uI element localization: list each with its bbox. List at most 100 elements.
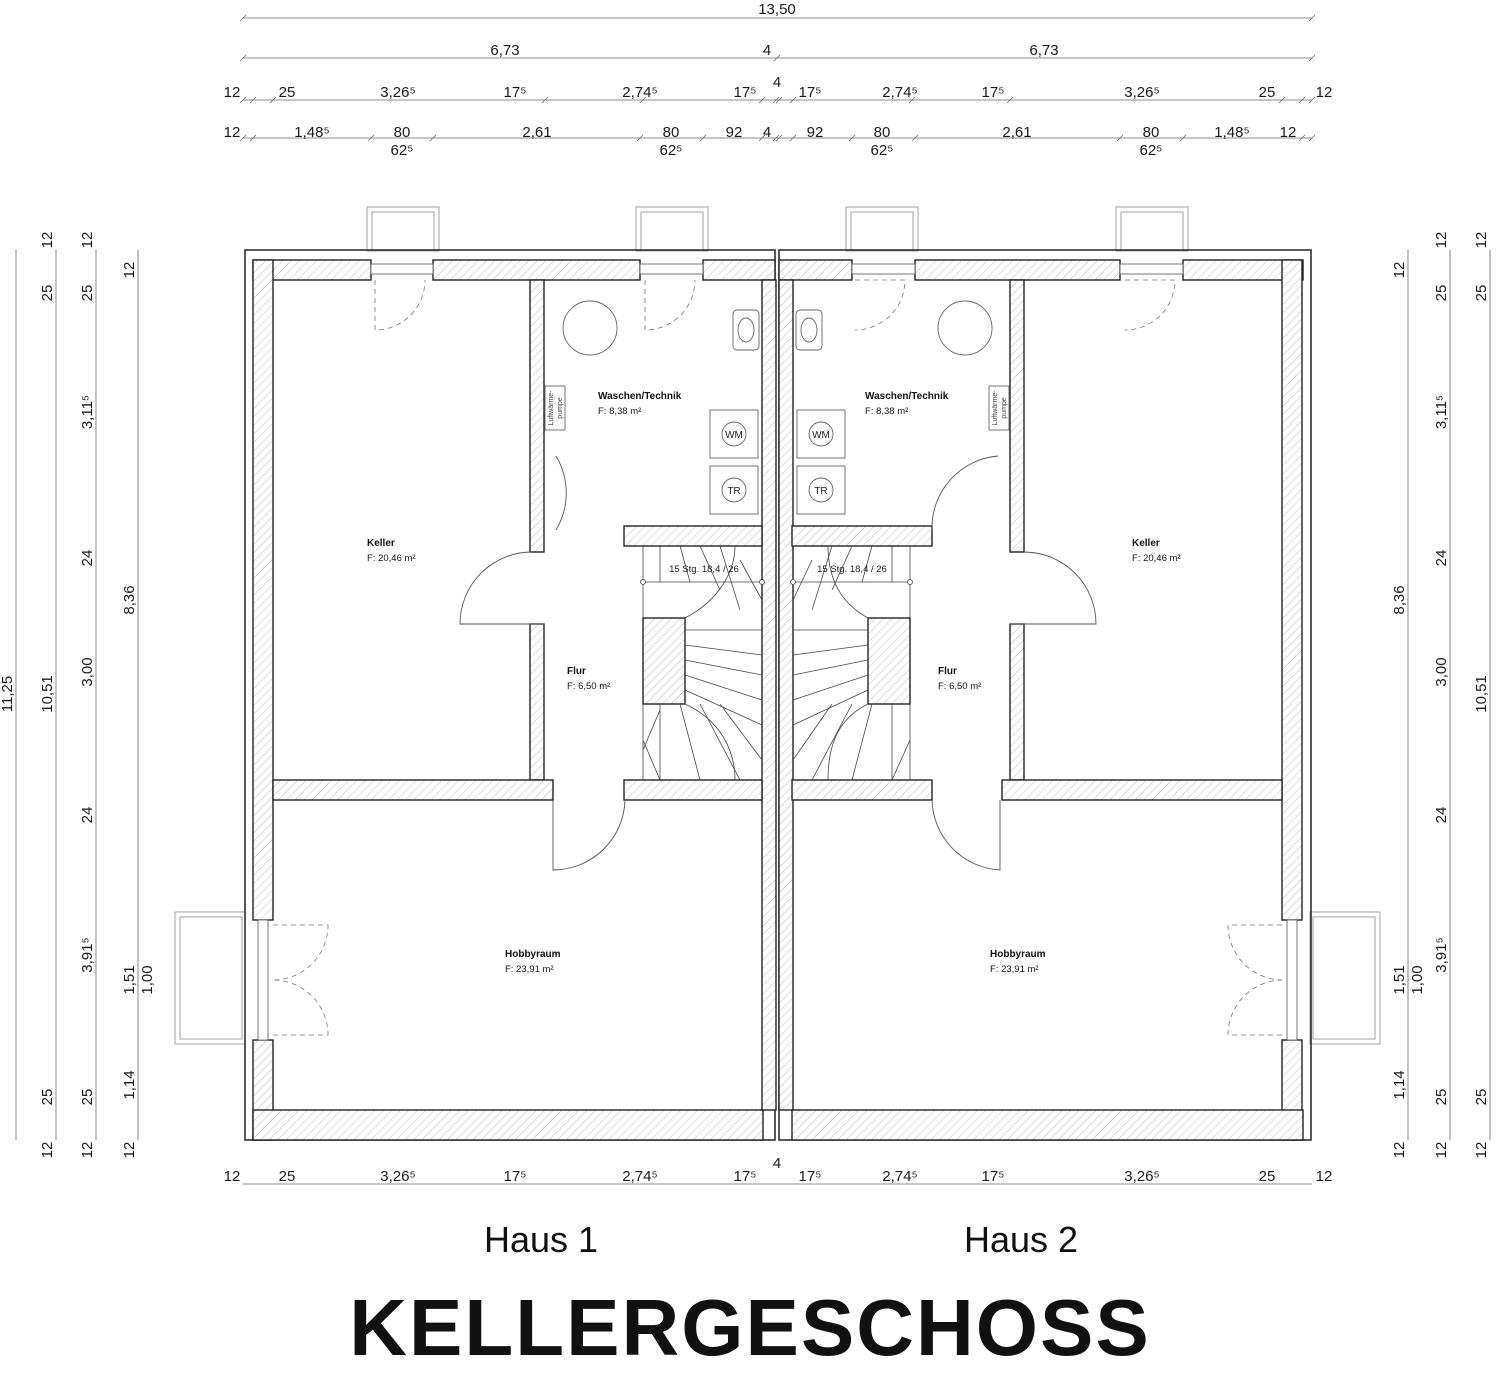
dim-l2-b: 25 [39,285,56,302]
dim-r2-b2: 25 [1259,84,1276,101]
windows [257,263,1298,1041]
dim-r3-total: 10,51 [1473,675,1490,713]
dimension-tick [699,134,707,142]
dim-half-width-1: 6,73 [490,42,519,59]
dimension-tick [758,96,766,104]
dim-b-e2: 2,74⁵ [882,1168,917,1185]
heat-pump-label-2b: pumpe [1001,397,1008,419]
room-waschen-2-area: F: 8,38 m² [865,406,908,417]
light-wells [174,206,1381,1045]
dimension-tick [775,134,783,142]
dim-l3-d: 24 [79,550,96,567]
dim-r3-8: 25 [1473,1089,1490,1106]
page-title: KELLERGESCHOSS [349,1283,1151,1372]
house-2-label: Haus 2 [964,1219,1078,1260]
dim-b-d2: 17⁵ [982,1168,1005,1185]
wm-label-2: WM [812,430,830,441]
dimension-tick [848,134,856,142]
dim-r3-f2: 92 [807,124,824,141]
dimension-tick [639,96,647,104]
dimension-tick [789,96,797,104]
dim-r3-b: 1,48⁵ [294,124,329,141]
dim-l-1051: 10,51 [39,675,56,713]
room-hobby-2-name: Hobbyraum [990,949,1046,960]
dim-l4-a: 12 [121,262,138,279]
dim-r2-1: 12 [1433,232,1450,249]
dimension-tick [911,134,919,142]
dim-r3-e2-sub: 62⁵ [871,142,894,159]
dim-l2-a: 12 [39,232,56,249]
dim-r2-d: 17⁵ [504,84,527,101]
dimension-tick [1308,134,1316,142]
room-hobby-2-area: F: 23,91 m² [990,964,1039,975]
dimension-tick [1308,14,1316,22]
dim-r-c: 12 [1391,1142,1408,1159]
dimension-tick [1006,96,1014,104]
top-dimensions [239,14,1316,142]
dim-l4-114: 1,14 [121,1070,138,1099]
dimension-tick [1298,96,1306,104]
stair-label-1: 15 Stg. 18,4 / 26 [669,564,739,575]
dim-b-c: 3,26⁵ [380,1168,415,1185]
dim-l3-a: 12 [79,232,96,249]
dim-b-f: 17⁵ [734,1168,757,1185]
dim-b-d: 17⁵ [504,1168,527,1185]
dim-l3-h: 25 [79,1089,96,1106]
room-flur-2-area: F: 6,50 m² [938,681,981,692]
dim-r2-f: 17⁵ [734,84,757,101]
dim-r2-f2: 17⁵ [799,84,822,101]
room-flur-1-area: F: 6,50 m² [567,681,610,692]
dim-l4-c: 12 [121,1142,138,1159]
dim-r3-a: 12 [224,124,241,141]
dimension-tick [775,96,783,104]
dimension-tick [772,134,780,142]
dim-r2-d2: 17⁵ [982,84,1005,101]
room-waschen-1-name: Waschen/Technik [598,391,682,402]
dim-r2-c2: 3,26⁵ [1124,84,1159,101]
dim-r3-c: 80 [394,124,411,141]
left-dim-texts: 11,25 10,51 12 25 25 12 12 25 3,11⁵ 24 3… [0,232,156,1159]
dim-r3-a2: 12 [1280,124,1297,141]
dim-b-a2: 12 [1316,1168,1333,1185]
stair-label-2: 15 Stg. 18,4 / 26 [817,564,887,575]
dim-b-f2: 17⁵ [799,1168,822,1185]
dim-r-b: 8,36 [1391,585,1408,614]
dim-l3-f: 24 [79,807,96,824]
dim-r2-3: 3,11⁵ [1433,395,1450,429]
dim-r-a: 12 [1391,262,1408,279]
tr-label-2: TR [814,486,827,497]
dim-r2-wall: 4 [773,74,781,91]
room-hobby-1-name: Hobbyraum [505,949,561,960]
house-1-label: Haus 1 [484,1219,598,1260]
dim-r3-d: 2,61 [522,124,551,141]
heat-pump-label-2a: Luftwärme- [992,390,999,426]
fixtures-house-2 [795,300,1010,515]
dim-r3-c-sub: 62⁵ [391,142,414,159]
dimension-tick [1116,134,1124,142]
dim-l4-151: 1,51 [121,965,138,994]
dimension-tick [541,96,549,104]
room-hobby-1-area: F: 23,91 m² [505,964,554,975]
dimension-tick [249,134,257,142]
dim-b-c2: 3,26⁵ [1124,1168,1159,1185]
dim-r3-wall: 4 [763,124,771,141]
dim-r3-e-sub: 62⁵ [660,142,683,159]
dim-r2-8: 25 [1433,1089,1450,1106]
dim-l-total: 11,25 [0,676,16,712]
dim-l4-b: 8,36 [121,585,138,614]
dimension-tick [636,134,644,142]
stair-house-1 [642,545,763,781]
right-dimensions [1407,250,1491,1140]
dim-r3-1: 12 [1473,232,1490,249]
left-dimensions [15,250,139,1140]
dim-l3-i: 12 [79,1142,96,1159]
room-keller-1-area: F: 20,46 m² [367,553,416,564]
dim-l3-g: 3,91⁵ [79,937,96,972]
dim-total-width: 13,50 [758,1,796,18]
wm-label-1: WM [725,430,743,441]
room-waschen-2-name: Waschen/Technik [865,391,949,402]
dim-r3-2: 25 [1473,285,1490,302]
room-flur-2-name: Flur [938,666,957,677]
dim-r2-9: 12 [1433,1142,1450,1159]
dim-r2-c: 3,26⁵ [380,84,415,101]
